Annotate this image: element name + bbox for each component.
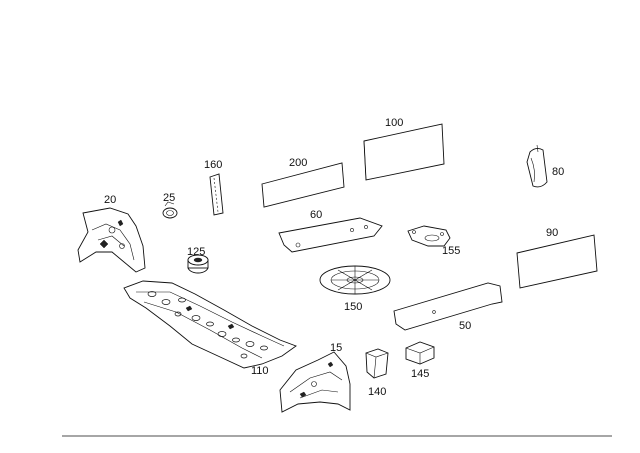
label-160: 160 [204,159,222,171]
part-200-panel[interactable] [261,162,345,208]
part-100-panel[interactable] [363,123,445,181]
part-145-block[interactable] [405,341,435,365]
label-20: 20 [104,194,116,206]
label-50: 50 [459,320,471,332]
part-80-pad[interactable] [526,144,548,188]
part-110-firewall-mat[interactable] [123,280,297,369]
part-50-panel[interactable] [393,282,503,331]
part-25-clip[interactable] [162,201,178,219]
part-160-strip[interactable] [209,173,224,216]
part-60-panel[interactable] [278,217,383,253]
label-15: 15 [330,342,342,354]
label-150: 150 [344,301,362,313]
label-90: 90 [546,227,558,239]
label-100: 100 [385,117,403,129]
label-200: 200 [289,157,307,169]
label-145: 145 [411,368,429,380]
part-20-insulation[interactable] [77,207,146,273]
label-140: 140 [368,386,386,398]
label-110: 110 [251,365,269,377]
label-60: 60 [310,209,322,221]
label-80: 80 [552,166,564,178]
part-155-bracket[interactable] [407,225,451,247]
part-90-panel[interactable] [516,234,598,289]
label-25: 25 [163,192,175,204]
part-140-block[interactable] [365,348,389,379]
part-150-mat[interactable] [319,265,391,295]
part-125-grommet[interactable] [187,254,209,274]
part-15-insulation[interactable] [279,351,351,413]
label-125: 125 [187,246,205,258]
label-155: 155 [442,245,460,257]
